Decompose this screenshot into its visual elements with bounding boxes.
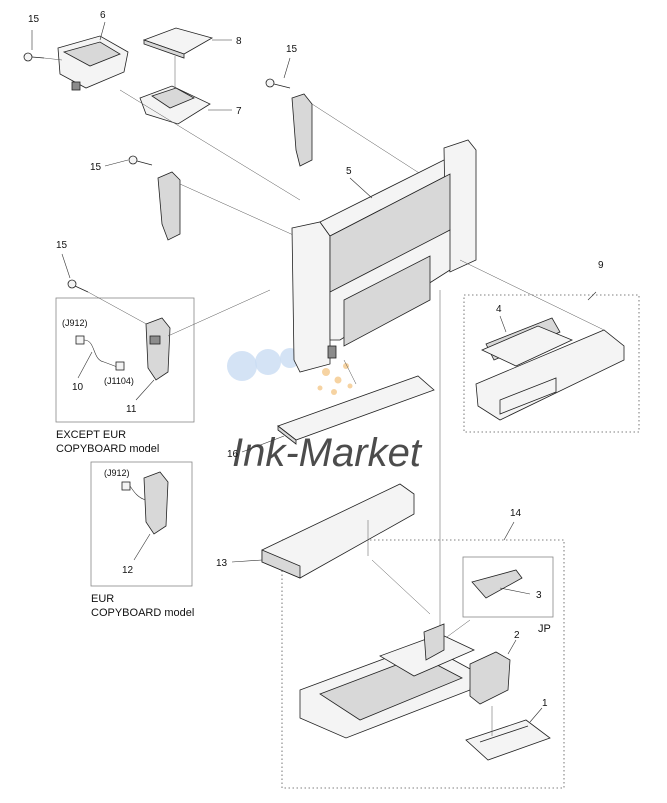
callout-14: 14 <box>510 508 522 519</box>
group-14-box <box>281 539 565 789</box>
jp-box <box>462 556 554 618</box>
callout-3: 3 <box>536 590 542 601</box>
caption-eur-line1: EUR <box>91 593 114 605</box>
callout-7: 7 <box>236 106 242 117</box>
right-side-bracket <box>291 93 431 181</box>
watermark-text: Ink-Market <box>232 431 423 475</box>
callout-6: 6 <box>100 10 106 21</box>
caption-except-eur-line1: EXCEPT EUR <box>56 429 126 441</box>
part-16-glass <box>241 359 435 453</box>
part-7-plate <box>139 85 232 125</box>
part-13-cover <box>231 483 415 579</box>
callout-15-top-middle: 15 <box>286 44 298 55</box>
eur-box <box>90 461 193 587</box>
callout-15-top-left: 15 <box>28 14 40 25</box>
part-15-screw-b <box>265 57 291 89</box>
except-eur-box <box>55 297 195 423</box>
callout-4: 4 <box>496 304 502 315</box>
part-2-guide <box>469 639 517 705</box>
part-3-lever <box>439 569 531 643</box>
callout-8: 8 <box>236 36 242 47</box>
callout-2: 2 <box>514 630 520 641</box>
callout-5: 5 <box>346 166 352 177</box>
callout-9: 9 <box>598 260 604 271</box>
connector-label-j1104: (J1104) <box>104 376 134 386</box>
part-6-bracket <box>57 21 129 91</box>
connector-label-j912-except: (J912) <box>62 318 88 328</box>
callout-16: 16 <box>227 449 239 460</box>
part-15-screw-d <box>61 253 151 327</box>
callout-15-lower-left: 15 <box>56 240 68 251</box>
callout-13: 13 <box>216 558 228 569</box>
callout-12: 12 <box>122 565 134 576</box>
part-15-screw-c <box>104 155 153 167</box>
part-5-frame <box>291 139 477 373</box>
part-15-screw-a <box>23 30 63 62</box>
callout-11: 11 <box>126 404 137 415</box>
caption-jp: JP <box>538 623 551 635</box>
part-14-tray <box>299 521 515 739</box>
part-8-cover <box>142 27 232 90</box>
part-1-plate <box>465 706 551 761</box>
part-4-label <box>481 315 573 367</box>
part-11-switch <box>135 289 271 401</box>
connector-label-j912-eur: (J912) <box>104 468 130 478</box>
callout-1: 1 <box>542 698 548 709</box>
left-side-bracket <box>157 171 301 241</box>
caption-eur-line2: COPYBOARD model <box>91 607 194 619</box>
callout-10: 10 <box>72 382 84 393</box>
part-12-switch <box>121 471 169 561</box>
caption-except-eur-line2: COPYBOARD model <box>56 443 159 455</box>
callout-15-middle-left: 15 <box>90 162 102 173</box>
part-10-harness <box>75 335 125 379</box>
